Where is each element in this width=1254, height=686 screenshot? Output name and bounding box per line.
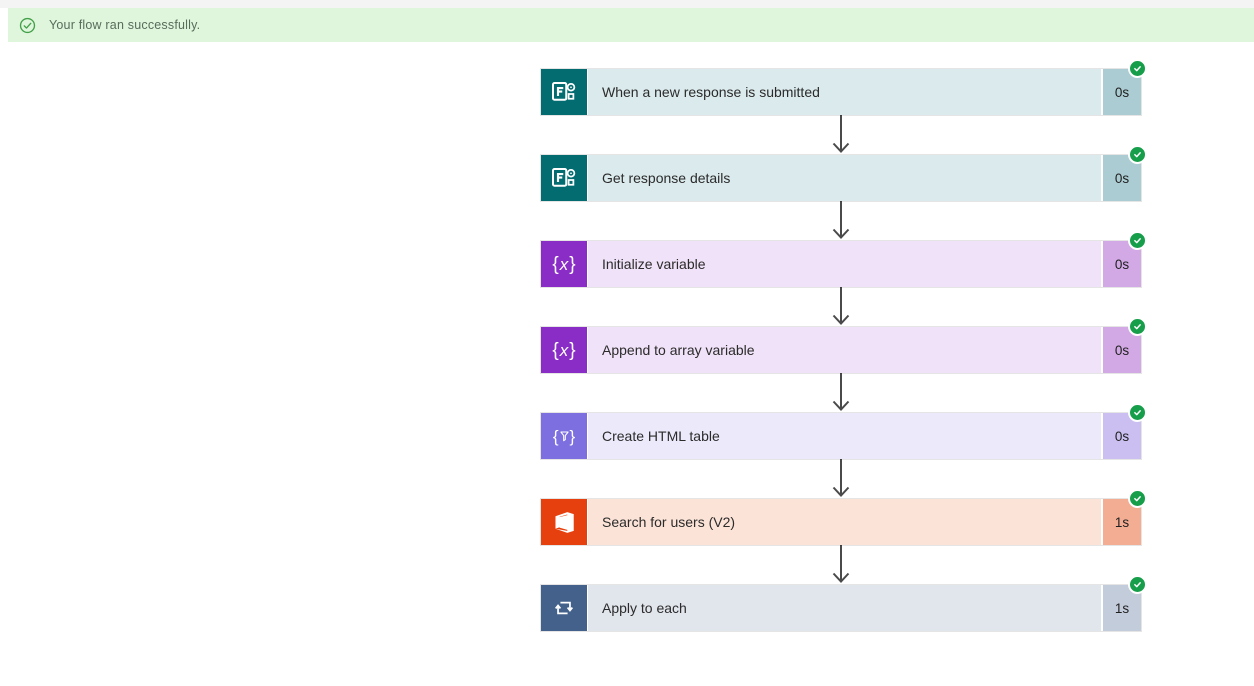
step-label: Get response details (602, 170, 731, 186)
flow-step-append-to-array-variable[interactable]: {x} Append to array variable 0s (541, 317, 1147, 373)
flow-success-message: Your flow ran successfully. (49, 18, 201, 32)
connector-arrow-down (541, 459, 1141, 499)
flow-step-when-a-new-response-is-submitted[interactable]: When a new response is submitted 0s (541, 59, 1147, 115)
top-margin-strip (0, 0, 1254, 8)
flow-step-apply-to-each[interactable]: Apply to each 1s (541, 575, 1147, 631)
flow-step-initialize-variable[interactable]: {x} Initialize variable 0s (541, 231, 1147, 287)
connector-arrow-down (541, 115, 1141, 155)
flow-step-get-response-details[interactable]: Get response details 0s (541, 145, 1147, 201)
flow-step-create-html-table[interactable]: {} Create HTML table 0s (541, 403, 1147, 459)
success-badge (1128, 403, 1147, 422)
flow-step-search-for-users-v2[interactable]: Search for users (V2) 1s (541, 489, 1147, 545)
variable-braces-x-icon: {x} (541, 327, 587, 373)
office-365-icon (541, 499, 587, 545)
step-label: Initialize variable (602, 256, 706, 272)
variable-braces-x-icon: {x} (541, 241, 587, 287)
flow-designer-canvas: When a new response is submitted 0s (0, 42, 1254, 686)
success-badge (1128, 317, 1147, 336)
connector-arrow-down (541, 545, 1141, 585)
success-badge (1128, 231, 1147, 250)
data-operations-funnel-icon: {} (541, 413, 587, 459)
apply-to-each-loop-icon (541, 585, 587, 631)
success-badge (1128, 145, 1147, 164)
step-label: When a new response is submitted (602, 84, 820, 100)
success-circle-check-icon (19, 17, 36, 34)
flow-success-message-bar: Your flow ran successfully. (8, 8, 1254, 42)
success-badge (1128, 575, 1147, 594)
connector-arrow-down (541, 201, 1141, 241)
flow-step-column: When a new response is submitted 0s (541, 59, 1147, 631)
step-label: Append to array variable (602, 342, 755, 358)
connector-arrow-down (541, 373, 1141, 413)
success-badge (1128, 489, 1147, 508)
step-label: Apply to each (602, 600, 687, 616)
forms-icon (541, 69, 587, 115)
forms-icon (541, 155, 587, 201)
step-label: Search for users (V2) (602, 514, 736, 530)
step-label: Create HTML table (602, 428, 720, 444)
connector-arrow-down (541, 287, 1141, 327)
success-badge (1128, 59, 1147, 78)
